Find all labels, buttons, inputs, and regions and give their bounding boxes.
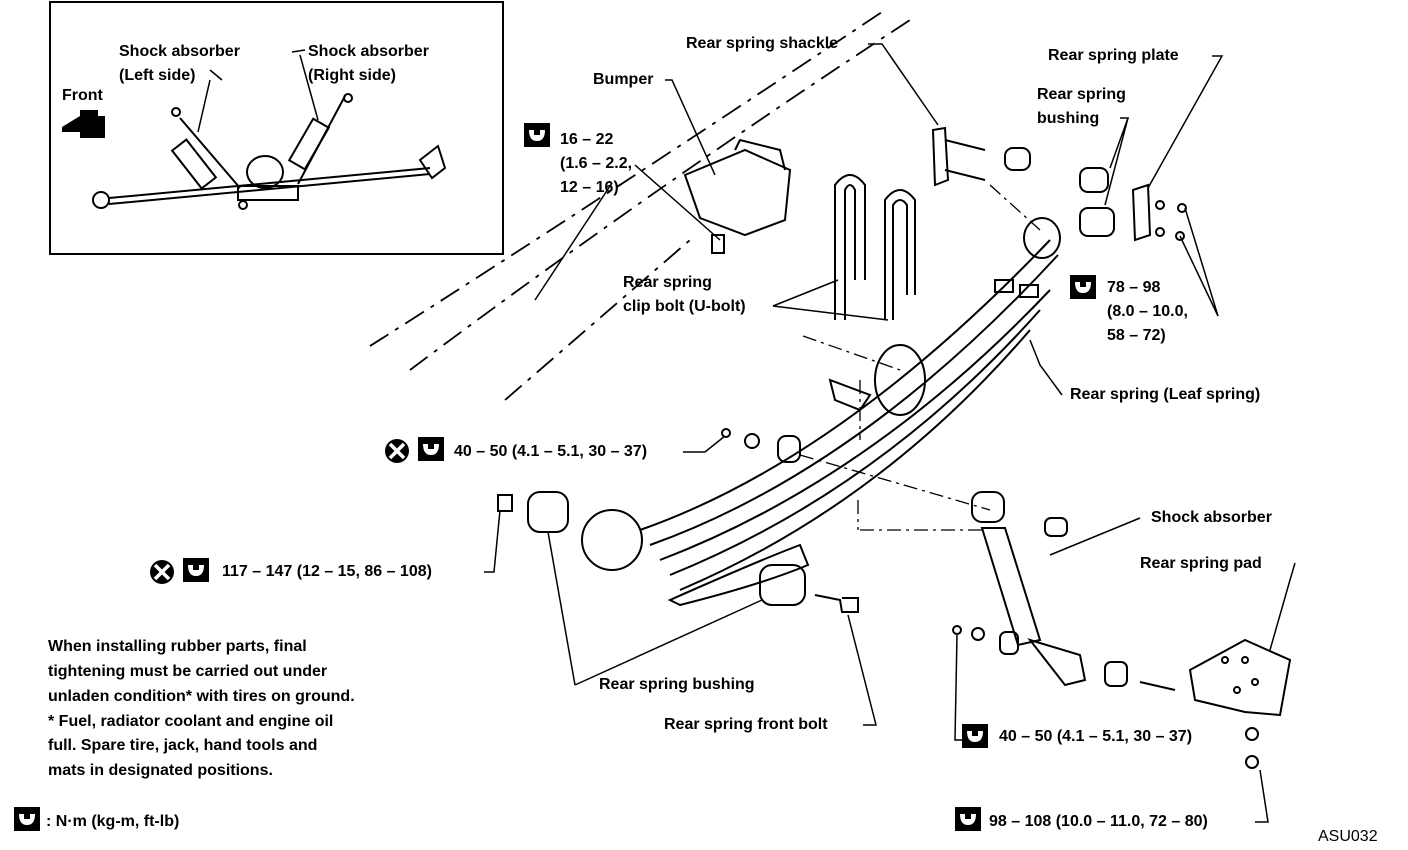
bumper-drawing [683, 138, 792, 254]
torque-shock-lower: 40 – 50 (4.1 – 5.1, 30 – 37) [999, 728, 1193, 745]
rear-spring-shackle-label: Rear spring shackle [686, 35, 839, 52]
inset-frame [49, 1, 504, 255]
torque-front-eye: 117 – 147 (12 – 15, 86 – 108) [222, 563, 432, 580]
install-note-line1: When installing rubber parts, final [48, 638, 307, 655]
torque-pad: 98 – 108 (10.0 – 11.0, 72 – 80) [989, 813, 1208, 830]
rear-spring-plate-label: Rear spring plate [1048, 47, 1179, 64]
assembly-centerlines [799, 184, 1041, 531]
torque-shackle-lower: 40 – 50 (4.1 – 5.1, 30 – 37) [454, 443, 648, 460]
torque-bumper-line2: (1.6 – 2.2, [560, 155, 633, 172]
install-note-line2: tightening must be carried out under [48, 663, 328, 680]
bumper-label: Bumper [593, 71, 654, 88]
torque-wrench-icon [1070, 275, 1096, 299]
torque-wrench-icon [962, 724, 988, 748]
torque-bumper-line3: 12 – 16) [560, 179, 619, 196]
rear-spring-pad-drawing [1188, 638, 1292, 769]
rear-spring-front-bolt-label: Rear spring front bolt [664, 716, 828, 733]
inset-rear-axle-overview [62, 49, 447, 210]
torque-plate-line2: (8.0 – 10.0, [1107, 303, 1188, 320]
clip-bolt-label-line1: Rear spring [623, 274, 712, 291]
body-contour-lines [369, 9, 911, 401]
shock-left-label-line1: Shock absorber [119, 43, 240, 60]
rear-spring-bushing-top-label-line2: bushing [1037, 110, 1100, 127]
torque-wrench-icon [418, 437, 444, 461]
install-note-line6: mats in designated positions. [48, 762, 273, 779]
shackle-and-bushings [931, 126, 1187, 242]
do-not-reuse-icon [385, 439, 409, 463]
leader-lines [484, 43, 1296, 823]
leaf-spring-label: Rear spring (Leaf spring) [1070, 386, 1261, 403]
rear-spring-bushing-top-label-line1: Rear spring [1037, 86, 1126, 103]
front-label: Front [62, 87, 103, 104]
lower-shock-hardware [952, 625, 1176, 691]
front-arrow-icon [62, 110, 105, 138]
shock-absorber-drawing [971, 491, 1087, 687]
install-note-line3: unladen condition* with tires on ground. [48, 688, 355, 705]
shock-left-label-line2: (Left side) [119, 67, 196, 84]
torque-wrench-icon [955, 807, 981, 831]
torque-plate-line3: 58 – 72) [1107, 327, 1166, 344]
u-bolts [834, 174, 916, 320]
leaf-spring-drawing [581, 217, 1061, 607]
shock-right-label-line1: Shock absorber [308, 43, 429, 60]
shock-absorber-label: Shock absorber [1151, 509, 1272, 526]
rear-spring-bushing-label: Rear spring bushing [599, 676, 755, 693]
shock-right-label-line2: (Right side) [308, 67, 396, 84]
install-note-line5: full. Spare tire, jack, hand tools and [48, 737, 318, 754]
do-not-reuse-icon [150, 560, 174, 584]
clip-bolt-label-line2: clip bolt (U-bolt) [623, 298, 746, 315]
axle-mount-drawing [828, 344, 926, 416]
figure-code: ASU032 [1318, 828, 1378, 845]
torque-bumper-line1: 16 – 22 [560, 131, 614, 148]
unit-legend: : N·m (kg-m, ft-lb) [46, 813, 180, 830]
torque-wrench-icon [524, 123, 550, 147]
torque-plate-line1: 78 – 98 [1107, 279, 1161, 296]
torque-wrench-icon [14, 807, 40, 831]
torque-wrench-icon [183, 558, 209, 582]
install-note-line4: * Fuel, radiator coolant and engine oil [48, 713, 334, 730]
rear-spring-pad-label: Rear spring pad [1140, 555, 1262, 572]
